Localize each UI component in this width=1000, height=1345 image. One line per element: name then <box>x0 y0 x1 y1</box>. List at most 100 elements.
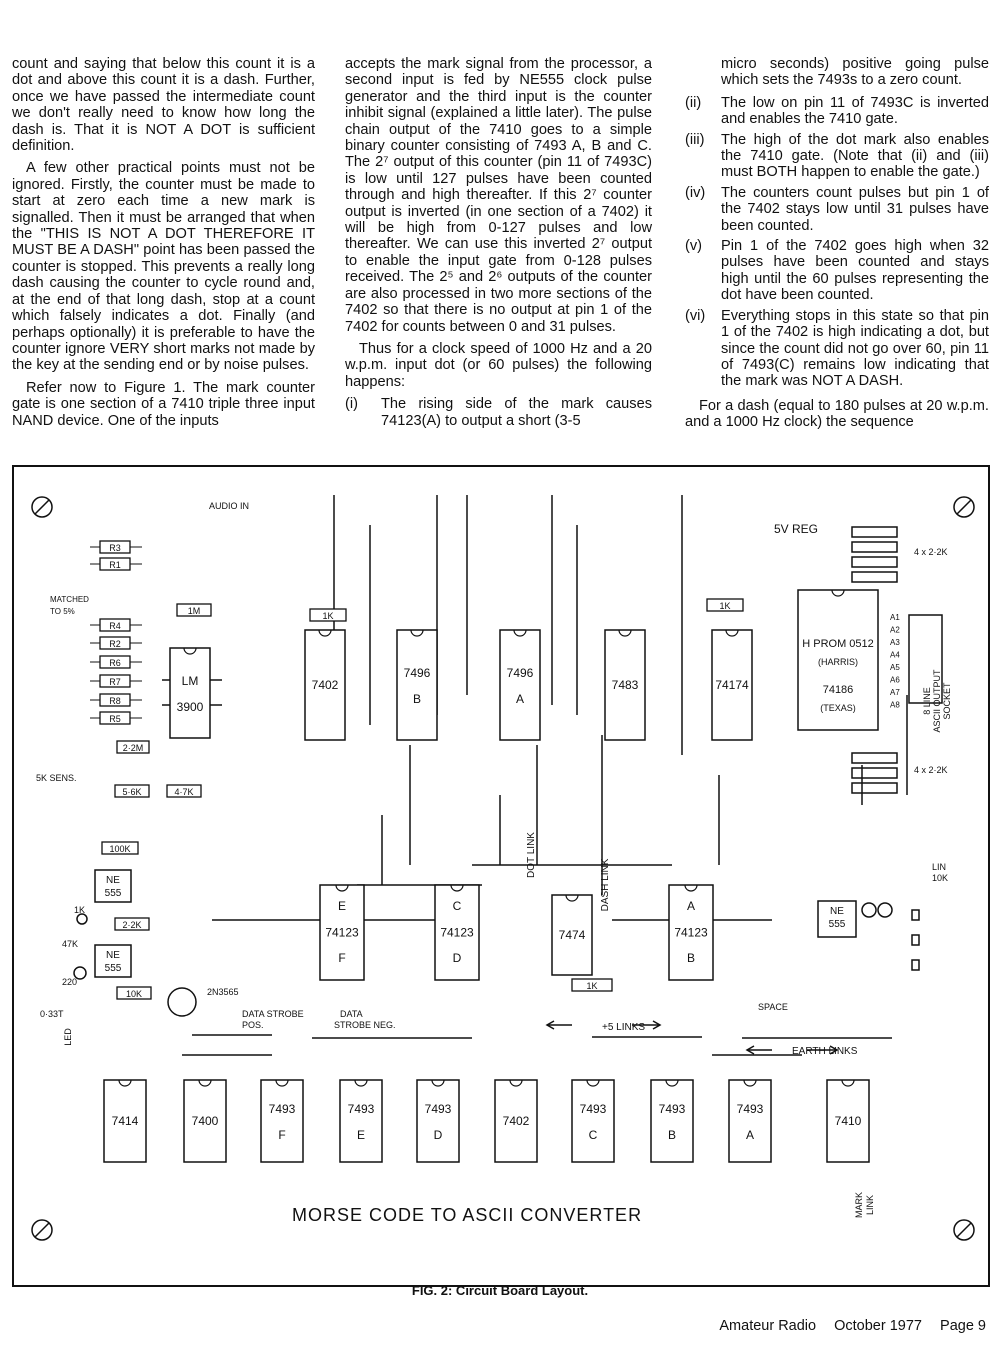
ic-chip: 74174 <box>711 629 753 741</box>
magazine-name: Amateur Radio <box>719 1318 817 1334</box>
board-label: 10K <box>932 873 948 883</box>
board-label: DASH LINK <box>600 858 611 911</box>
prom-label: H PROM 0512 <box>802 638 874 650</box>
resistor-label: R1 <box>109 560 121 570</box>
resistor: 1M <box>176 603 212 617</box>
paragraph: A few other practical points must not be… <box>12 160 315 374</box>
resistor-label: R5 <box>109 714 121 724</box>
board-label: MARK <box>854 1192 864 1218</box>
ic-chip: 7414 <box>103 1079 147 1163</box>
issue-date: October 1977 <box>834 1318 922 1334</box>
chip-label: E <box>357 1128 365 1142</box>
address-pin: A1 <box>890 613 900 622</box>
address-pin: A6 <box>890 676 900 685</box>
address-pin: A8 <box>890 701 900 710</box>
address-pin: A3 <box>890 638 900 647</box>
board-label: LED <box>63 1028 73 1046</box>
board-label: LINK <box>865 1195 875 1215</box>
resistor: R1 <box>90 557 142 571</box>
board-label: 0·33T <box>40 1009 64 1019</box>
resistor: 10K <box>116 986 152 1000</box>
chip-label: 7493 <box>737 1102 764 1116</box>
prom-label: 74186 <box>823 684 854 696</box>
ne555-timer: NE555 <box>94 869 132 903</box>
chip-label: 74174 <box>715 678 749 692</box>
board-label: SPACE <box>758 1002 788 1012</box>
text-column-3: micro seconds) positive going pulse whic… <box>685 56 989 437</box>
board-label: DOT LINK <box>526 832 537 878</box>
text-column-1: count and saying that below this count i… <box>12 56 315 435</box>
board-label: EARTH LINKS <box>792 1046 858 1057</box>
resistor: R2 <box>90 636 142 650</box>
chip-label: 7496 <box>404 666 431 680</box>
chip-label: 7414 <box>112 1114 139 1128</box>
chip-label: 74123 <box>325 926 359 940</box>
chip-label: A <box>687 899 695 913</box>
board-label: 4 x 2·2K <box>914 547 948 557</box>
paragraph: accepts the mark signal from the process… <box>345 56 652 335</box>
chip-label: B <box>413 692 421 706</box>
paragraph: Refer now to Figure 1. The mark counter … <box>12 379 315 429</box>
resistor-label: R4 <box>109 621 121 631</box>
resistor-label: R8 <box>109 696 121 706</box>
paragraph: For a dash (equal to 180 pulses at 20 w.… <box>685 397 989 431</box>
address-pin: A2 <box>890 626 900 635</box>
resistor-label: 4·7K <box>174 787 193 797</box>
board-label: AUDIO IN <box>209 501 249 511</box>
address-pin: A5 <box>890 663 900 672</box>
resistor: R3 <box>90 540 142 554</box>
chip-label: 3900 <box>177 700 204 714</box>
page-footer: Amateur Radio October 1977 Page 9 <box>705 1318 986 1334</box>
chip-label: C <box>589 1128 598 1142</box>
resistor-label: R7 <box>109 677 121 687</box>
resistor-label: R3 <box>109 543 121 553</box>
ic-chip: 7483 <box>604 629 646 741</box>
board-label: POS. <box>242 1020 264 1030</box>
chip-label: 7410 <box>835 1114 862 1128</box>
resistor: R6 <box>90 655 142 669</box>
resistor: R8 <box>90 693 142 707</box>
chip-label: LM <box>182 674 199 688</box>
chip-label: 7493 <box>659 1102 686 1116</box>
list-item: (ii)The low on pin 11 of 7493C is invert… <box>685 94 989 128</box>
chip-label: 74123 <box>440 926 474 940</box>
resistor-label: 1M <box>188 606 201 616</box>
resistor-label: 1K <box>719 601 730 611</box>
board-label: ASCII OUTPUT <box>932 669 942 733</box>
resistor: 2·2M <box>116 740 150 754</box>
prom-chip: H PROM 0512(HARRIS)74186(TEXAS)A1A2A3A4A… <box>797 589 900 731</box>
ic-chip: 7410 <box>826 1079 870 1163</box>
chip-label: 7493 <box>348 1102 375 1116</box>
chip-label: D <box>453 951 462 965</box>
ne555-timer: NE555 <box>94 944 132 978</box>
chip-label: NE <box>106 875 120 886</box>
resistor-label: 1K <box>322 611 333 621</box>
chip-label: 555 <box>105 963 122 974</box>
list-item: (vi)Everything stops in this state so th… <box>685 307 989 390</box>
board-label: 47K <box>62 939 78 949</box>
ne555-timer: NE555 <box>817 900 857 938</box>
ic-chip: 7402 <box>304 629 346 741</box>
chip-label: 7483 <box>612 678 639 692</box>
list-item: (i) The rising side of the mark causes 7… <box>345 396 652 429</box>
ic-chip: LM 3900 <box>169 647 211 739</box>
paragraph: micro seconds) positive going pulse whic… <box>721 56 989 89</box>
board-label: DATA STROBE <box>242 1009 304 1019</box>
chip-label: A <box>746 1128 754 1142</box>
resistor-label: 10K <box>126 989 142 999</box>
page-number: Page 9 <box>940 1318 986 1334</box>
board-label: 5V REG <box>774 522 818 536</box>
board-label: 220 <box>62 977 77 987</box>
chip-label: 74123 <box>674 926 708 940</box>
chip-label: A <box>516 692 524 706</box>
